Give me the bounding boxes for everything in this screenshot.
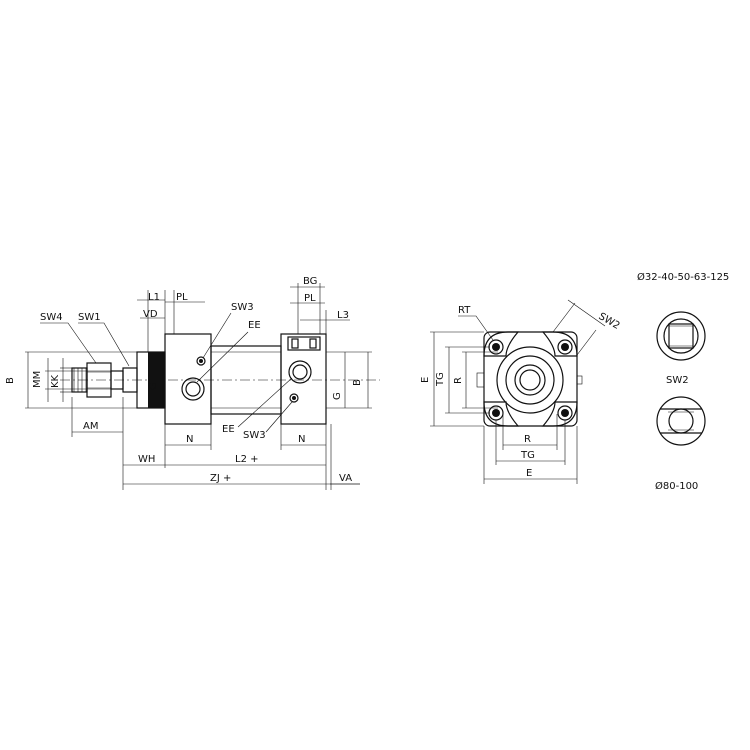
- end-view: RT SW2 E TG R R TG E: [420, 299, 622, 484]
- label-am: AM: [83, 421, 98, 432]
- label-mm: MM: [32, 371, 43, 388]
- label-vd: VD: [143, 309, 158, 320]
- label-sw2-variant: SW2: [666, 375, 689, 386]
- rod-end-variants: Ø32-40-50-63-125 SW2 Ø80-100: [637, 271, 729, 492]
- label-range-small: Ø80-100: [655, 480, 698, 492]
- label-sw1: SW1: [78, 312, 101, 323]
- label-sw3-top: SW3: [231, 302, 254, 313]
- label-b-left: B: [5, 377, 16, 384]
- label-r-horiz: R: [524, 434, 531, 445]
- label-n-left: N: [186, 434, 193, 445]
- label-e-horiz: E: [526, 468, 532, 479]
- label-ee-top: EE: [248, 320, 261, 331]
- tie-rod-bosses: [483, 331, 578, 427]
- label-zj: ZJ +: [210, 473, 231, 484]
- label-pl-left: PL: [176, 292, 188, 303]
- label-l3: L3: [337, 310, 349, 321]
- label-rt: RT: [458, 305, 471, 316]
- label-n-right: N: [298, 434, 305, 445]
- rear-end-cap: [280, 333, 327, 425]
- label-g-left: G: [148, 382, 159, 390]
- label-sw4: SW4: [40, 312, 63, 323]
- label-e-vert: E: [420, 377, 431, 383]
- label-g-right: G: [332, 392, 343, 400]
- label-wh: WH: [138, 454, 155, 465]
- rear-port: [288, 360, 312, 403]
- label-l2: L2 +: [235, 454, 259, 465]
- label-kk: KK: [50, 374, 61, 388]
- label-r-vert: R: [453, 377, 464, 384]
- label-pl-right: PL: [304, 293, 316, 304]
- side-view: B MM KK SW4 SW1 L1 PL VD SW3 EE: [5, 276, 380, 490]
- label-l1: L1: [148, 292, 160, 303]
- label-b-right: B: [352, 379, 363, 386]
- label-sw3-bottom: SW3: [243, 430, 266, 441]
- label-va: VA: [339, 473, 352, 484]
- label-range-large: Ø32-40-50-63-125: [637, 271, 729, 283]
- variant-square-flats: [656, 311, 706, 361]
- label-bg: BG: [303, 276, 317, 287]
- front-port: [181, 356, 206, 401]
- label-ee-bottom: EE: [222, 424, 235, 435]
- variant-two-flats: [656, 396, 706, 446]
- label-sw2-end: SW2: [597, 311, 622, 332]
- label-tg-horiz: TG: [520, 450, 535, 461]
- label-tg-vert: TG: [435, 372, 446, 387]
